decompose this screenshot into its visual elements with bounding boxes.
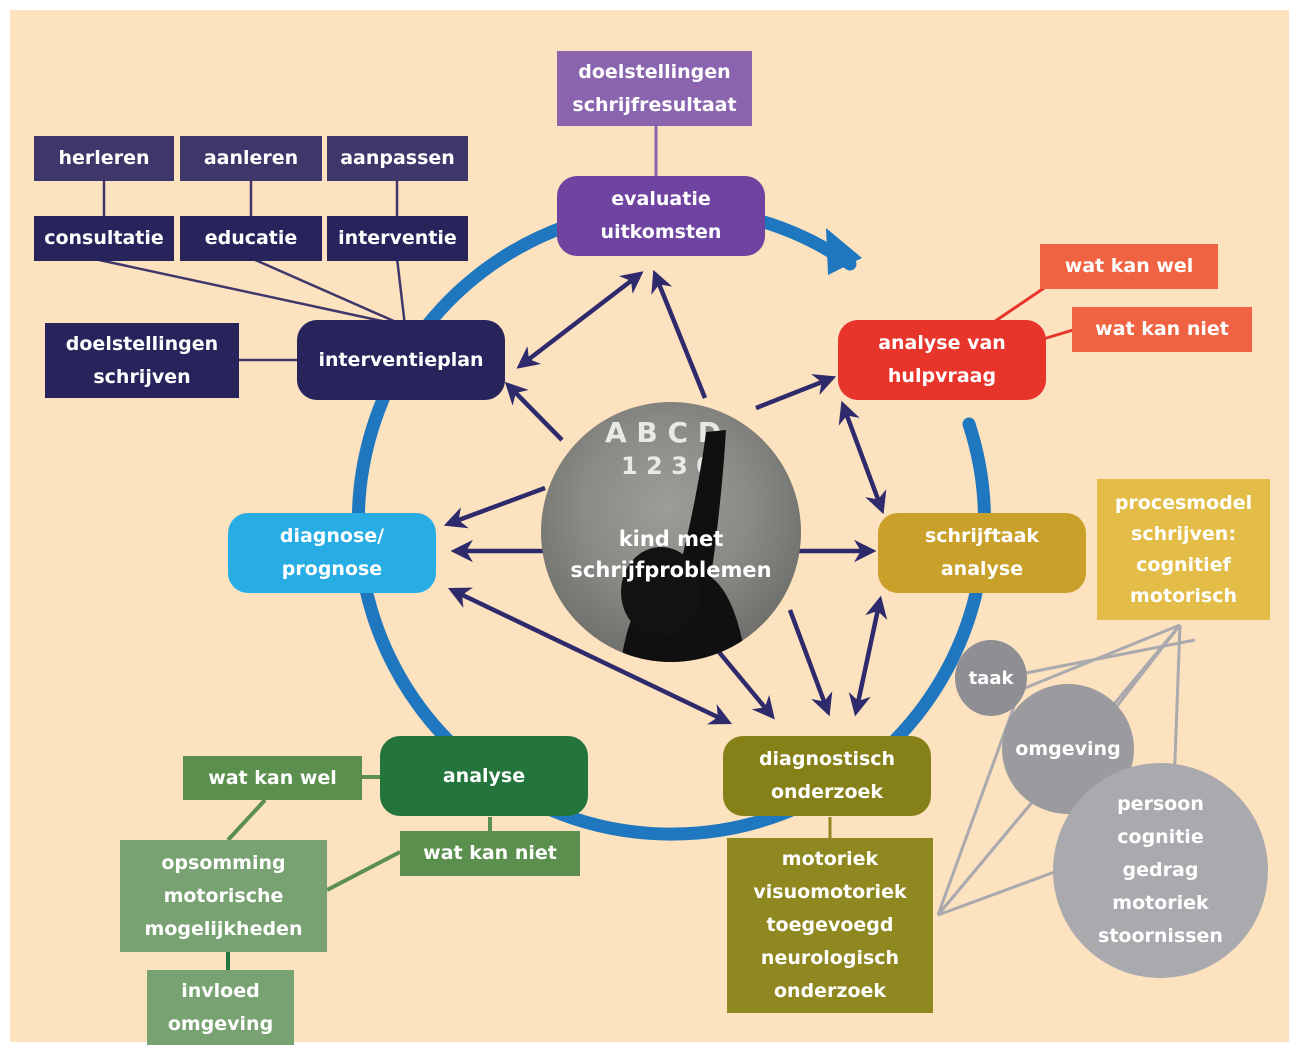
- hulpvraag-cannot-box: wat kan niet: [1072, 307, 1252, 352]
- analyse-cannot-box: wat kan niet: [400, 831, 580, 876]
- intervention-goals-box: doelstellingen schrijven: [45, 323, 239, 398]
- cycle-ring-arrowhead: [826, 228, 862, 275]
- evaluation-goals-box: doelstellingen schrijfresultaat: [557, 51, 752, 126]
- intervention-connectors: [89, 180, 407, 362]
- interventie-box: interventie: [327, 216, 468, 261]
- aanleren-box: aanleren: [180, 136, 322, 181]
- evaluatie-node[interactable]: evaluatie uitkomsten: [557, 176, 765, 256]
- herleren-box: herleren: [34, 136, 174, 181]
- center-label: kind met schrijfproblemen: [570, 527, 772, 582]
- diagnostisch-node[interactable]: diagnostisch onderzoek: [723, 736, 931, 816]
- flow-arrows: [443, 269, 888, 725]
- analyse-summary-box: opsomming motorische mogelijkheden: [120, 840, 327, 952]
- diagnostisch-details-box: motoriek visuomotoriek toegevoegd neurol…: [727, 838, 933, 1013]
- analyse-connectors: [226, 775, 492, 972]
- schrijftaak-node[interactable]: schrijftaak analyse: [878, 513, 1086, 593]
- consultatie-box: consultatie: [34, 216, 174, 261]
- educatie-box: educatie: [180, 216, 322, 261]
- interventieplan-node[interactable]: interventieplan: [297, 320, 505, 400]
- diagnose-node[interactable]: diagnose/ prognose: [228, 513, 436, 593]
- svg-text:1 2 3 0: 1 2 3 0: [621, 452, 713, 480]
- child-silhouette-icon: A B C D 1 2 3 0: [605, 416, 746, 662]
- center-photo: A B C D 1 2 3 0: [541, 402, 801, 662]
- procesmodel-box: procesmodel schrijven: cognitief motoris…: [1097, 479, 1270, 620]
- analyse-influence-box: invloed omgeving: [147, 970, 294, 1045]
- persoon-circle: persoon cognitie gedrag motoriek stoorni…: [1053, 763, 1268, 978]
- analyse-hulpvraag-node[interactable]: analyse van hulpvraag: [838, 320, 1046, 400]
- analyse-can-box: wat kan wel: [183, 756, 362, 800]
- aanpassen-box: aanpassen: [327, 136, 468, 181]
- taak-circle: taak: [955, 640, 1027, 716]
- svg-text:A B C D: A B C D: [605, 416, 721, 449]
- hulpvraag-can-box: wat kan wel: [1040, 244, 1218, 289]
- analyse-node[interactable]: analyse: [380, 736, 588, 816]
